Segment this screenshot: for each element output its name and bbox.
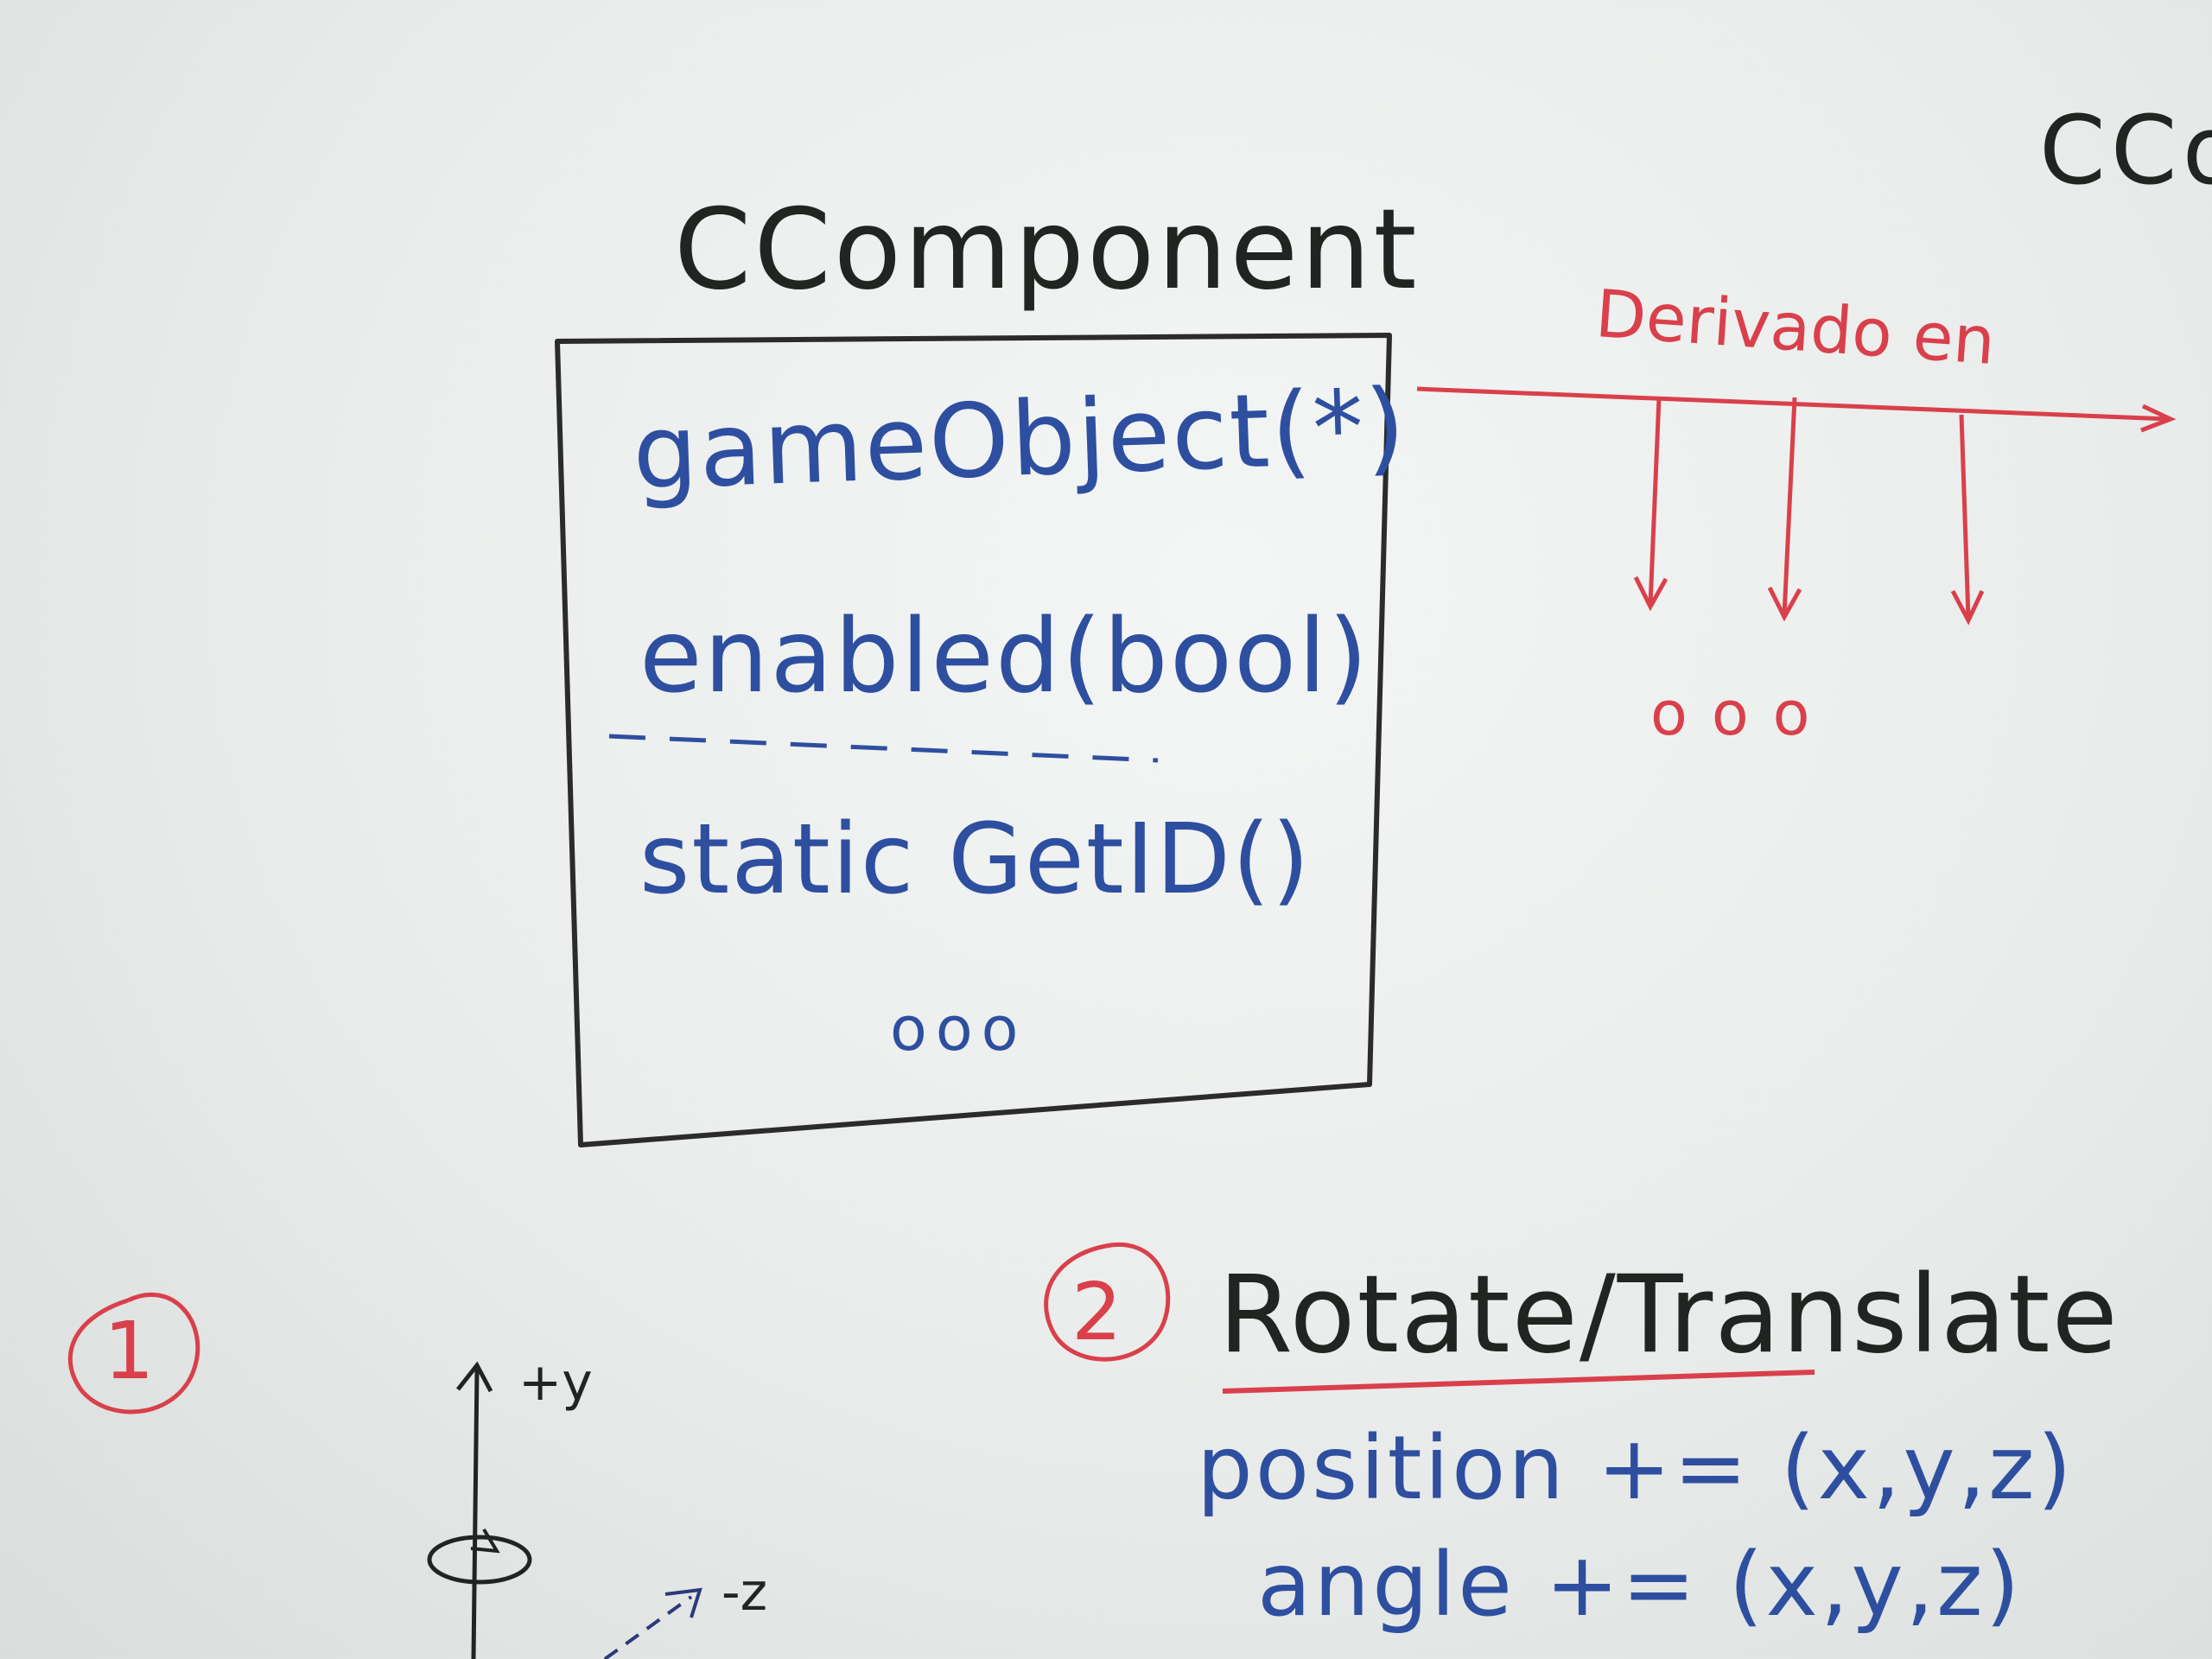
attribute-enabled: enabled(bool) <box>639 596 1370 715</box>
y-axis-arrow-head <box>456 1361 493 1393</box>
box-ellipsis: ooo <box>890 994 1027 1065</box>
section2-title-underline <box>1222 1370 1815 1394</box>
derived-ellipsis: ooo <box>1650 678 1834 749</box>
axis-y-label: +y <box>518 1352 593 1413</box>
section-separator <box>608 734 1159 763</box>
rotation-symbol-tick <box>470 1528 500 1554</box>
section1-number: 1 <box>104 1305 155 1397</box>
derivation-arrow-head <box>2140 404 2177 433</box>
derived-arrow-1 <box>1648 397 1662 606</box>
derived-arrow-3-head <box>1950 589 1985 626</box>
axis-z-label: -z <box>721 1562 768 1623</box>
position-formula: position += (x,y,z) <box>1197 1417 2075 1520</box>
section1-circle <box>67 1293 200 1414</box>
method-getid: static GetID() <box>639 804 1312 916</box>
z-axis-arrow-head <box>664 1587 702 1618</box>
angle-formula: angle += (x,y,z) <box>1257 1534 2023 1637</box>
section2-number: 2 <box>1071 1266 1122 1358</box>
class-name-title: CComponent <box>674 186 1420 315</box>
derived-arrow-2-head <box>1767 586 1802 622</box>
partial-class-label: CCo <box>2039 95 2212 206</box>
derived-arrow-1-head <box>1633 575 1669 612</box>
y-axis-line <box>471 1369 480 1659</box>
z-axis-line <box>603 1595 693 1659</box>
section2-title: Rotate/Translate <box>1218 1253 2120 1377</box>
class-box-outline <box>555 333 1392 1147</box>
section2-circle <box>1044 1243 1171 1362</box>
derived-arrow-2 <box>1782 397 1797 616</box>
rotation-symbol <box>427 1535 532 1585</box>
derived-arrow-3 <box>1959 414 1971 619</box>
